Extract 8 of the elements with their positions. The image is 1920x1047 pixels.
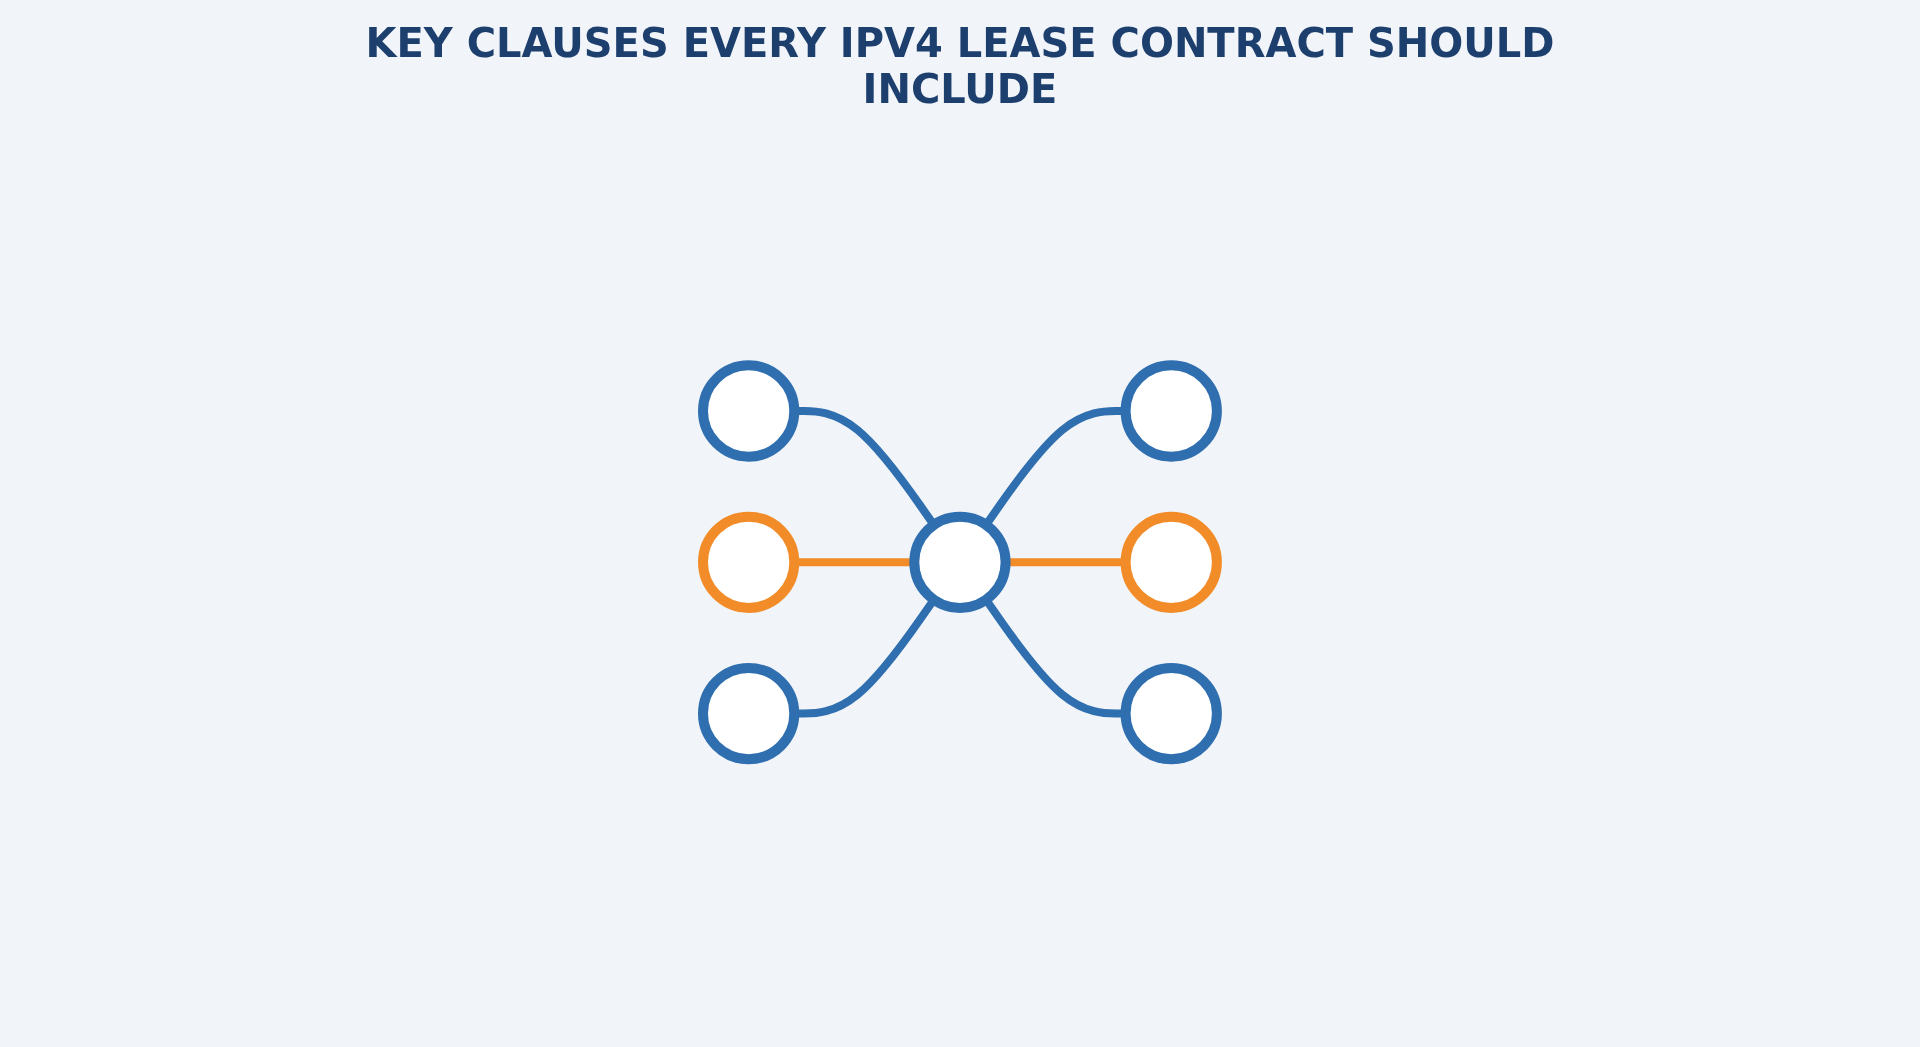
node-circle [698, 511, 800, 613]
node-circle [1120, 511, 1222, 613]
node-circle [1120, 360, 1222, 462]
node-circle [698, 662, 800, 764]
node-circle [909, 511, 1011, 613]
diagram-title: KEY CLAUSES EVERY IPV4 LEASE CONTRACT SHOULD INCLUDE [364, 20, 1556, 112]
node-circle [1120, 662, 1222, 764]
node-circle [698, 360, 800, 462]
